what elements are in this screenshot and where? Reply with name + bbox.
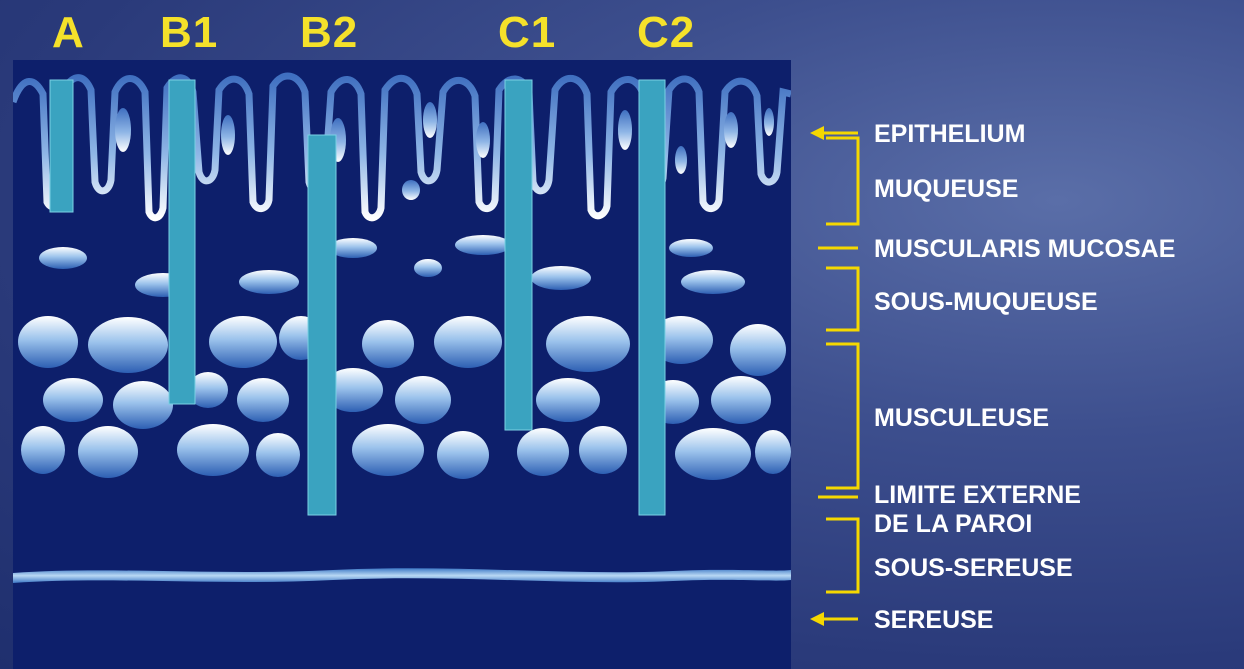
- arrow-sereuse-icon: [810, 612, 824, 626]
- label-sous-sereuse: SOUS-SEREUSE: [874, 554, 1073, 583]
- label-sous-muqueuse: SOUS-MUQUEUSE: [874, 288, 1098, 317]
- label-musculeuse: MUSCULEUSE: [874, 404, 1049, 433]
- arrow-epithelium-icon: [810, 126, 824, 140]
- label-muqueuse: MUQUEUSE: [874, 175, 1018, 204]
- label-muscularis-mucosae: MUSCULARIS MUCOSAE: [874, 235, 1175, 264]
- label-epithelium: EPITHELIUM: [874, 120, 1025, 149]
- label-limite-externe-1: LIMITE EXTERNE: [874, 481, 1081, 510]
- label-limite-externe-2: DE LA PAROI: [874, 510, 1032, 539]
- label-sereuse: SEREUSE: [874, 606, 993, 635]
